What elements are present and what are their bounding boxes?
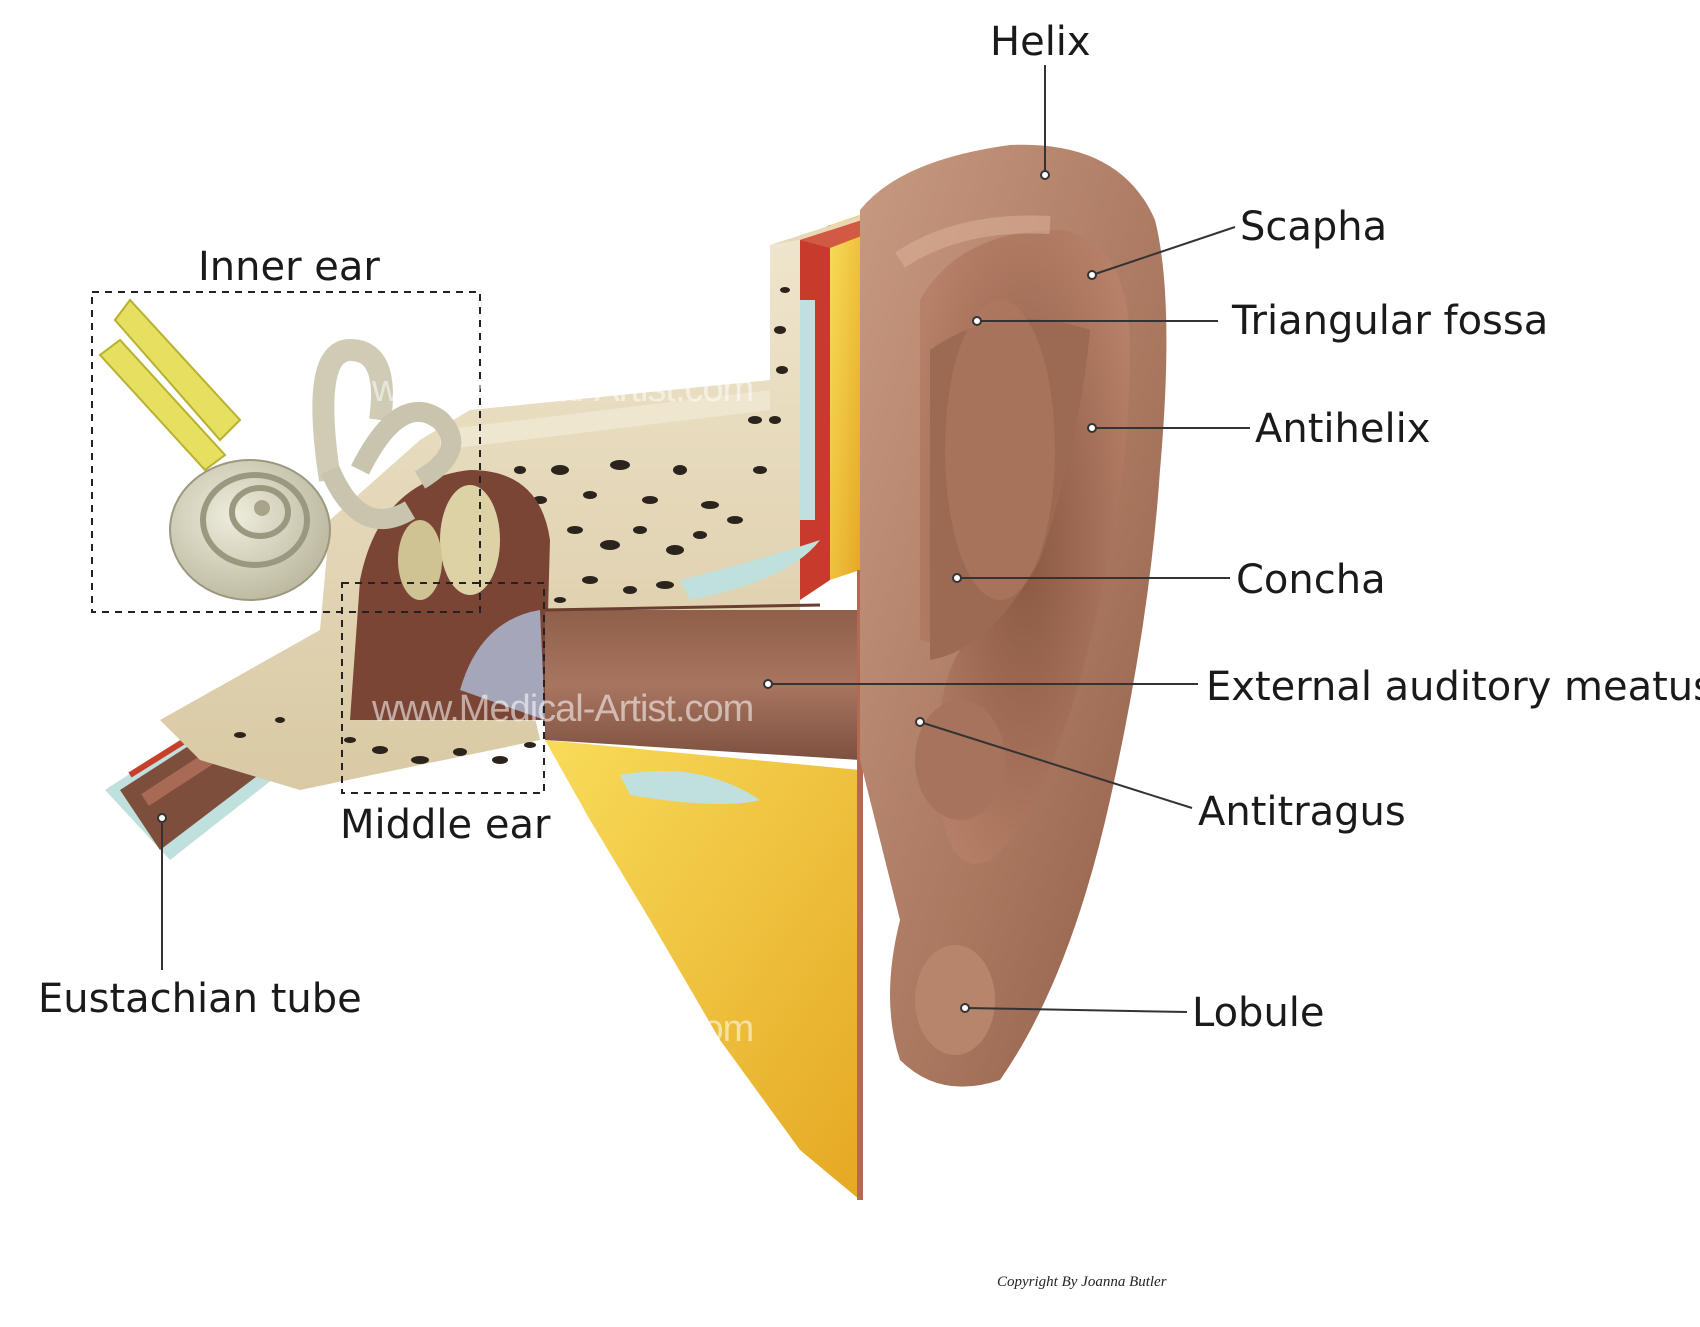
watermark-top: www.Medical-Artist.com — [372, 368, 754, 410]
ear-canal-illustration — [544, 603, 860, 760]
label-eustachian-tube: Eustachian tube — [38, 976, 362, 1022]
spongy-bone-texture — [234, 287, 790, 764]
dot-concha — [952, 573, 962, 583]
dot-eustachian-tube — [157, 813, 167, 823]
dot-external-auditory-meatus — [763, 679, 773, 689]
leader-lobule — [964, 1007, 1188, 1013]
middle-ear-illustration — [350, 470, 550, 720]
dot-triangular-fossa — [972, 316, 982, 326]
watermark-bottom: www.Medical-Artist.com — [372, 1008, 754, 1050]
label-external-auditory-meatus: External auditory meatus — [1206, 664, 1700, 710]
dot-antitragus — [915, 717, 925, 727]
leader-scapha — [1091, 226, 1236, 276]
label-antitragus: Antitragus — [1198, 789, 1406, 835]
label-middle-ear: Middle ear — [340, 802, 551, 848]
watermark-middle: www.Medical-Artist.com — [372, 688, 754, 730]
inner-ear-box — [91, 291, 481, 613]
label-antihelix: Antihelix — [1255, 406, 1431, 452]
label-concha: Concha — [1236, 557, 1386, 603]
dot-antihelix — [1087, 423, 1097, 433]
label-scapha: Scapha — [1240, 204, 1388, 250]
dot-lobule — [960, 1003, 970, 1013]
subcutaneous-fat-illustration — [545, 300, 860, 1200]
inner-ear-illustration — [98, 298, 462, 601]
label-triangular-fossa: Triangular fossa — [1232, 298, 1549, 344]
label-inner-ear: Inner ear — [198, 244, 380, 290]
leader-antitragus — [919, 721, 1193, 809]
label-lobule: Lobule — [1192, 990, 1325, 1036]
leader-dots — [157, 170, 1097, 1013]
dot-helix — [1040, 170, 1050, 180]
middle-ear-box — [341, 582, 545, 794]
auricle-illustration — [860, 144, 1167, 1087]
copyright-text: Copyright By Joanna Butler — [997, 1274, 1167, 1290]
dot-scapha — [1087, 270, 1097, 280]
leader-lines — [161, 65, 1250, 1013]
label-helix: Helix — [990, 19, 1091, 65]
